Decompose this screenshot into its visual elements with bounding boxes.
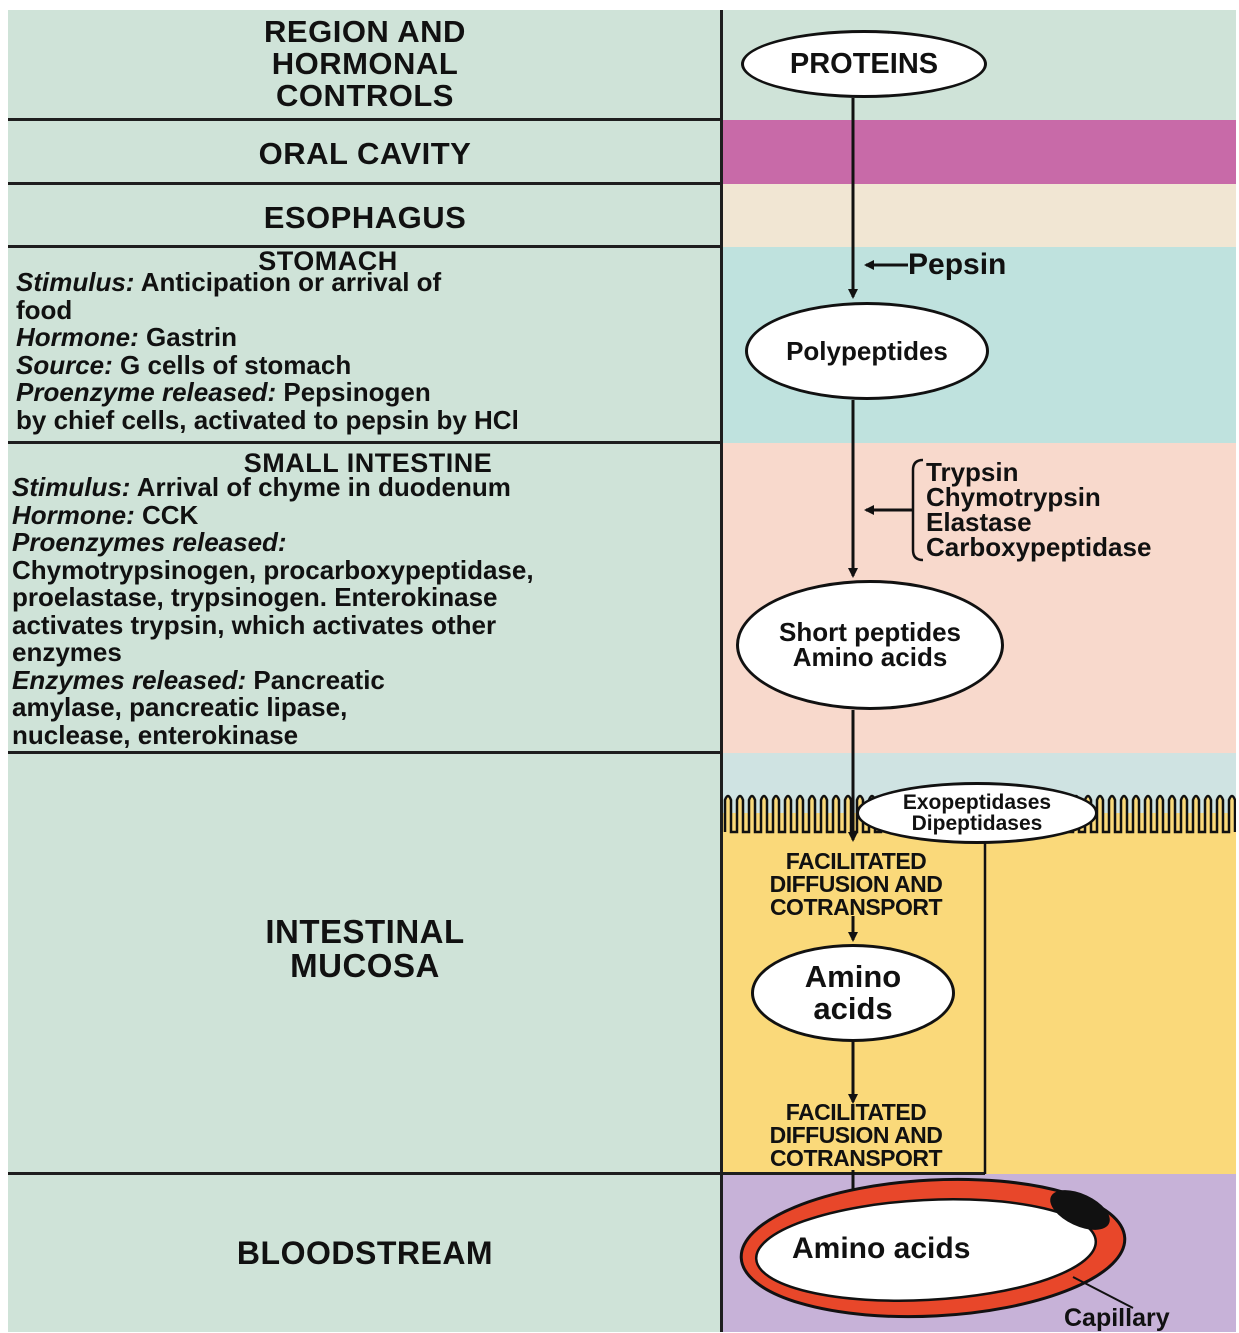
transport-label-basolateral: FACILITATED DIFFUSION AND COTRANSPORT	[725, 1101, 987, 1170]
enzyme-bracket	[913, 460, 923, 560]
cell-amino-acids-node: Amino acids	[751, 944, 955, 1042]
blood-amino-acids-label: Amino acids	[792, 1232, 970, 1266]
capillary-label: Capillary	[1064, 1304, 1170, 1333]
transport-label-apical: FACILITATED DIFFUSION AND COTRANSPORT	[725, 850, 987, 919]
flow-graphics	[8, 10, 1236, 1332]
polypeptides-node: Polypeptides	[745, 302, 989, 400]
short-peptides-node: Short peptides Amino acids	[736, 580, 1004, 710]
pepsin-label: Pepsin	[908, 248, 1006, 282]
digestion-diagram: REGION AND HORMONAL CONTROLS ORAL CAVITY…	[8, 10, 1236, 1332]
pancreatic-enzymes-list: Trypsin Chymotrypsin Elastase Carboxypep…	[926, 460, 1151, 560]
proteins-node: PROTEINS	[741, 30, 987, 98]
brush-border-enzymes-node: Exopeptidases Dipeptidases	[856, 782, 1098, 844]
